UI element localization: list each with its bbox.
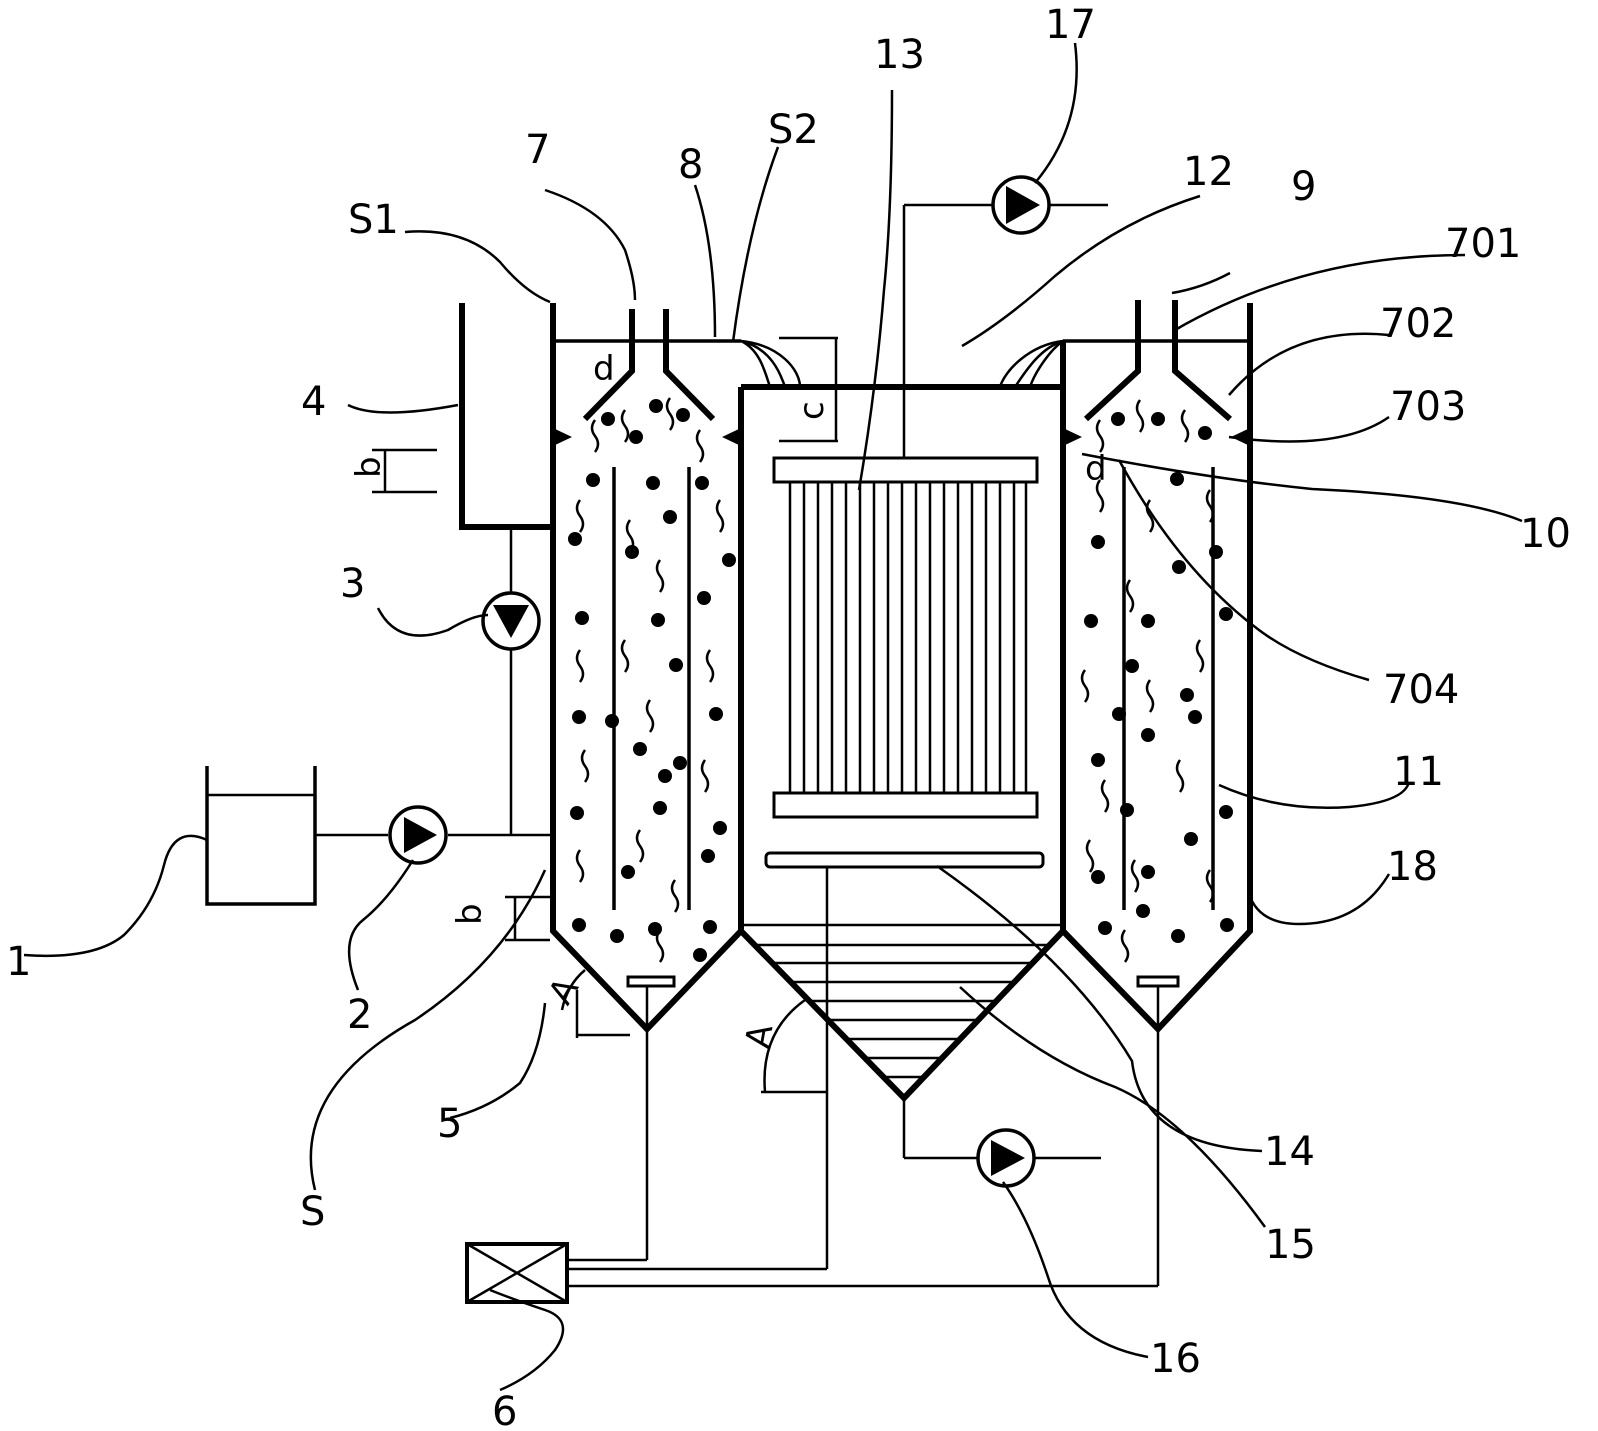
label-2: 2 — [347, 992, 372, 1038]
right-reactor-chamber — [1060, 300, 1253, 1286]
label-704: 704 — [1383, 667, 1459, 713]
recirculation-pump — [481, 591, 541, 651]
label-9: 9 — [1291, 164, 1316, 210]
feed-tank — [205, 766, 317, 906]
label-16: 16 — [1150, 1336, 1201, 1382]
label-1: 1 — [6, 939, 31, 985]
membrane-chamber — [738, 203, 1108, 1269]
dimension-marks — [372, 336, 838, 1094]
label-s2: S2 — [768, 107, 819, 153]
overflow-box — [459, 303, 551, 530]
label-11: 11 — [1393, 749, 1444, 795]
label-s1: S1 — [348, 197, 399, 243]
label-18: 18 — [1387, 844, 1438, 890]
angle-a-center: A — [738, 1021, 781, 1051]
dim-d-right: d — [1085, 449, 1107, 489]
dim-d-left: d — [593, 349, 615, 389]
label-17: 17 — [1045, 2, 1096, 48]
label-4: 4 — [301, 379, 326, 425]
dim-c: c — [792, 401, 832, 420]
feed-pump — [388, 805, 448, 865]
label-3: 3 — [340, 561, 365, 607]
label-s: S — [300, 1189, 325, 1235]
right-media-particles — [1084, 412, 1234, 943]
left-media-particles — [568, 399, 736, 962]
dim-b-upper: b — [349, 456, 389, 478]
permeate-pump — [991, 175, 1051, 235]
label-6: 6 — [492, 1389, 517, 1431]
biofilm-carriers — [575, 397, 1215, 963]
angle-a-left: A — [541, 971, 587, 1011]
left-reactor-chamber — [550, 303, 744, 1260]
air-blower — [465, 1242, 569, 1304]
label-14: 14 — [1264, 1129, 1315, 1175]
label-13: 13 — [874, 32, 925, 78]
dim-b-lower: b — [450, 903, 490, 925]
label-15: 15 — [1265, 1222, 1316, 1268]
label-701: 701 — [1445, 221, 1521, 267]
label-5: 5 — [437, 1101, 462, 1147]
leader-lines — [23, 42, 1523, 1392]
label-703: 703 — [1390, 384, 1466, 430]
labels: 1 2 3 4 5 6 7 8 9 10 11 12 13 14 15 16 1… — [6, 2, 1571, 1431]
sludge-pump — [976, 1128, 1036, 1188]
label-7: 7 — [525, 127, 550, 173]
label-10: 10 — [1520, 511, 1571, 557]
label-8: 8 — [678, 142, 703, 188]
label-12: 12 — [1183, 149, 1234, 195]
label-702: 702 — [1380, 301, 1456, 347]
